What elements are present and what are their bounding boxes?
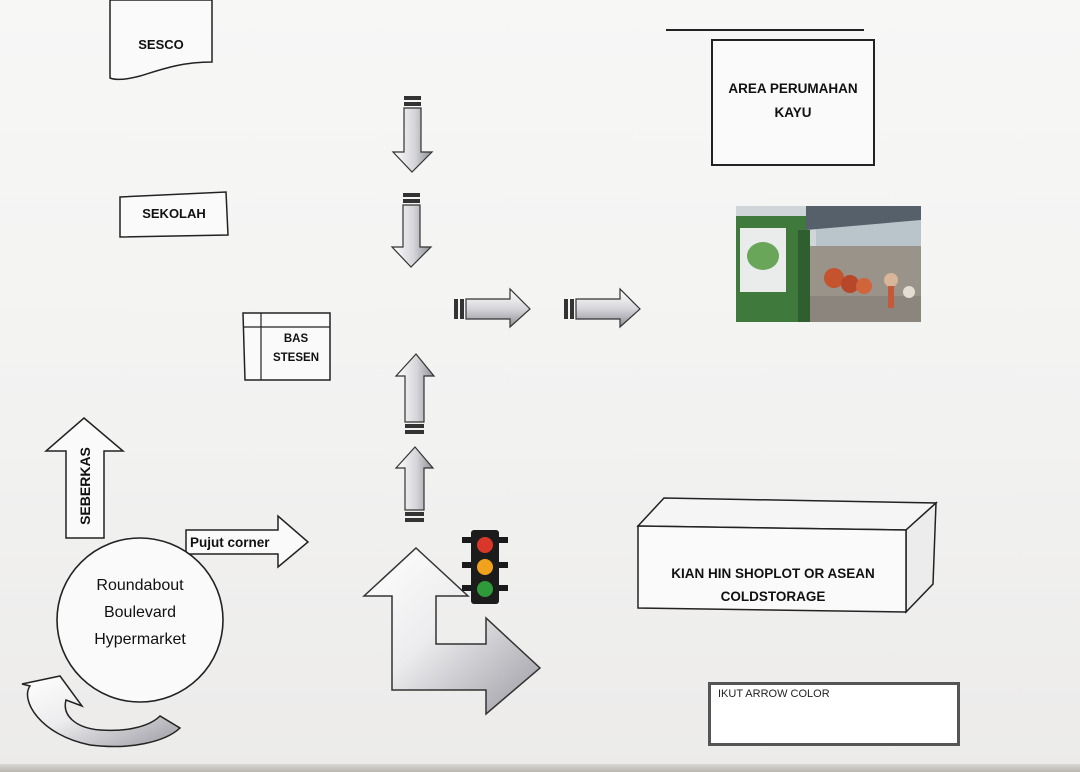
area-perumahan-box	[711, 39, 875, 166]
sesco-document-shape	[109, 0, 213, 81]
bas-stesen-box	[242, 312, 331, 381]
traffic-light-icon	[462, 530, 508, 604]
down-arrow-2	[390, 193, 433, 268]
right-arrow-1	[454, 287, 531, 329]
sheet-edge	[0, 764, 1080, 772]
kian-hin-label-line1: KIAN HIN SHOPLOT OR ASEAN	[671, 566, 875, 581]
down-arrow-1	[391, 96, 434, 173]
up-arrow-2	[394, 446, 435, 522]
kian-hin-box	[636, 497, 938, 614]
sekolah-box	[119, 191, 229, 238]
route-arrow-icon	[362, 546, 542, 716]
u-turn-arrow-icon	[21, 675, 182, 748]
legend-label: IKUT ARROW COLOR	[718, 688, 830, 700]
roundabout-circle	[56, 537, 224, 703]
roundabout-label-line1: Roundabout	[96, 577, 184, 594]
area-perumahan-label-line1: AREA PERUMAHAN	[728, 81, 858, 96]
recycling-center-photo	[736, 206, 921, 322]
legend-box	[708, 682, 960, 746]
roundabout-label-line2: Boulevard	[103, 604, 177, 621]
pujut-corner-arrow	[185, 514, 310, 569]
bas-label: BAS	[283, 333, 309, 345]
sesco-label: SESCO	[138, 37, 184, 52]
seberkas-label: SEBERKAS	[77, 447, 93, 525]
seberkas-arrow	[43, 417, 126, 539]
roundabout-label-line3: Hypermarket	[94, 631, 186, 648]
kian-hin-label-line2: COLDSTORAGE	[720, 589, 826, 604]
area-perumahan-label-line2: KAYU	[774, 105, 812, 120]
sekolah-label: SEKOLAH	[142, 206, 206, 221]
up-arrow-1	[394, 353, 436, 434]
stesen-label: STESEN	[272, 352, 319, 364]
right-arrow-2	[564, 287, 641, 329]
pujut-corner-label: Pujut corner	[190, 535, 270, 550]
